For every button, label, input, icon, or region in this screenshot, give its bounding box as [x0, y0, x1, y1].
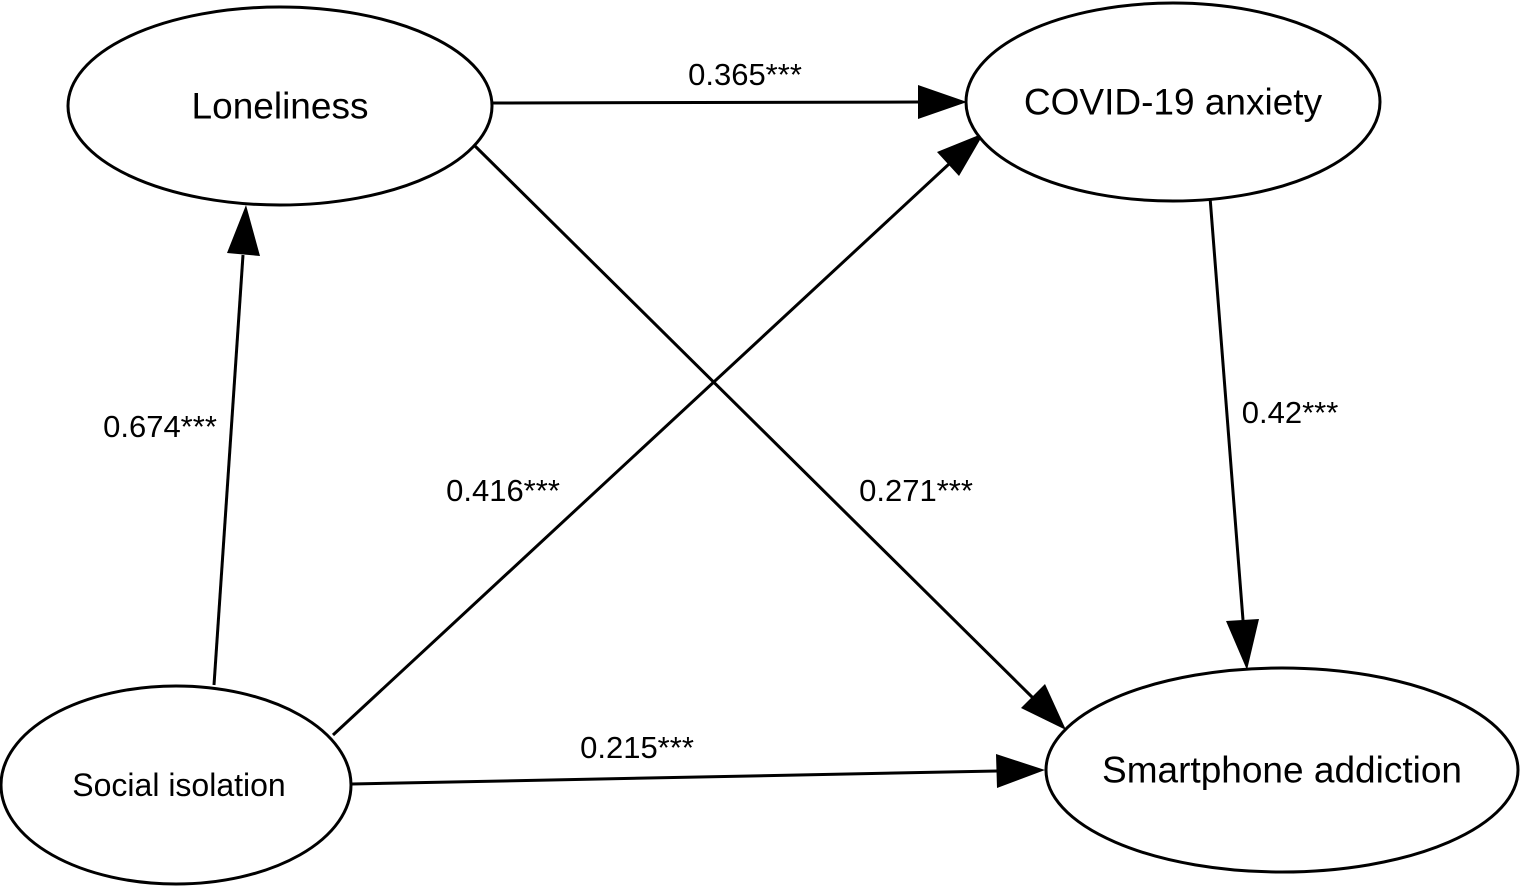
edge-covid-anxiety-to-smartphone-addiction [1208, 196, 1259, 670]
edge-social-isolation-to-loneliness [212, 205, 260, 686]
edge-loneliness-to-covid-anxiety [491, 85, 967, 119]
edge-label-loneliness-covid-anxiety: 0.365*** [688, 57, 802, 92]
edge-label-covid-anxiety-smartphone-addiction: 0.42*** [1242, 395, 1339, 430]
node-smartphone-addiction: Smartphone addiction [1044, 666, 1520, 874]
node-social-isolation-label: Social isolation [72, 767, 285, 803]
edge-social-isolation-to-smartphone-addiction [351, 754, 1045, 788]
edge-label-social-isolation-loneliness: 0.674*** [103, 409, 217, 444]
node-covid-anxiety: COVID-19 anxiety [964, 1, 1382, 203]
edge-label-social-isolation-covid-anxiety: 0.416*** [446, 473, 560, 508]
edge-label-loneliness-smartphone-addiction: 0.271*** [859, 473, 973, 508]
node-loneliness-label: Loneliness [192, 86, 369, 127]
node-smartphone-addiction-label: Smartphone addiction [1102, 750, 1462, 791]
edge-loneliness-to-smartphone-addiction [472, 143, 1066, 730]
node-covid-anxiety-label: COVID-19 anxiety [1024, 82, 1323, 123]
edge-label-social-isolation-smartphone-addiction: 0.215*** [580, 730, 694, 765]
node-social-isolation: Social isolation [0, 684, 353, 886]
node-loneliness: Loneliness [66, 5, 494, 207]
edge-social-isolation-to-covid-anxiety [331, 133, 984, 737]
